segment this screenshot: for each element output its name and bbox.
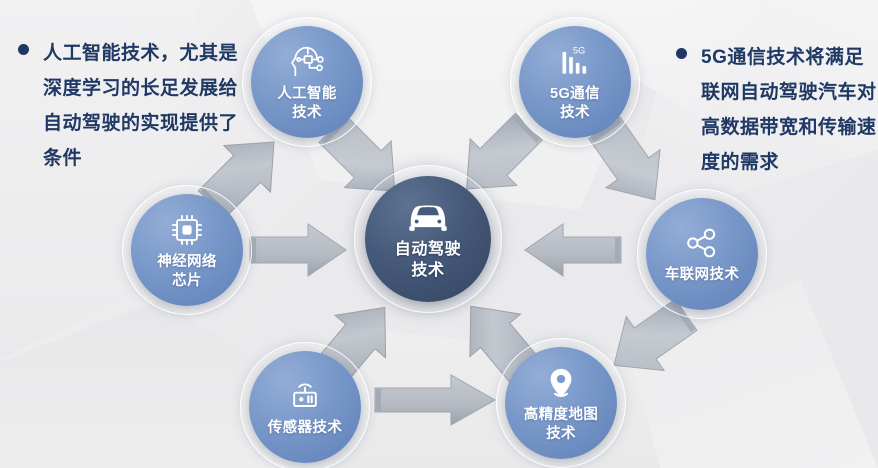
node-sensor[interactable]: 传感器技术: [240, 342, 370, 468]
node-iov[interactable]: 车联网技术: [637, 189, 767, 319]
arrow-iov-to-center: [519, 219, 627, 281]
node-chip-label: 神经网络 芯片: [157, 253, 217, 291]
node-chip[interactable]: 神经网络 芯片: [122, 185, 252, 315]
node-5g-label-line1: 5G通信: [550, 85, 600, 102]
node-hdmap-label-line2: 技术: [546, 425, 576, 442]
signal-5g-icon: 5G: [562, 45, 587, 74]
node-ai-label-line1: 人工智能: [277, 85, 337, 102]
node-iov-label: 车联网技术: [665, 266, 740, 285]
node-hdmap-label-line1: 高精度地图: [523, 406, 599, 423]
node-chip-label-line2: 芯片: [172, 272, 202, 289]
node-5g[interactable]: 5G 5G通信 技术: [510, 17, 640, 147]
callout-right: 5G通信技术将满足联网自动驾驶汽车对高数据带宽和传输速度的需求: [676, 40, 878, 180]
node-sensor-label: 传感器技术: [268, 419, 343, 438]
sensor-icon: [293, 383, 317, 407]
node-iov-label-line1: 车联网技术: [664, 267, 740, 283]
callout-left-bullet: [18, 44, 29, 55]
node-center-label-line1: 自动驾驶: [394, 240, 462, 258]
node-center-label: 自动驾驶 技术: [395, 239, 461, 281]
node-center-label-line2: 技术: [411, 261, 445, 279]
car-icon: [409, 205, 447, 231]
node-5g-label: 5G通信 技术: [550, 85, 600, 123]
node-chip-label-line1: 神经网络: [157, 253, 217, 270]
map-pin-icon: [550, 368, 572, 397]
arrow-chip-to-center: [244, 219, 352, 281]
node-ai-label: 人工智能 技术: [277, 85, 337, 123]
callout-right-text: 5G通信技术将满足联网自动驾驶汽车对高数据带宽和传输速度的需求: [701, 47, 877, 173]
node-hdmap-label: 高精度地图 技术: [524, 406, 599, 444]
node-ai[interactable]: 人工智能 技术: [242, 17, 372, 147]
svg-text:5G: 5G: [573, 45, 585, 55]
node-center-autonomous-driving[interactable]: 自动驾驶 技术: [354, 165, 502, 313]
node-hdmap[interactable]: 高精度地图 技术: [496, 338, 626, 468]
node-sensor-label-line1: 传感器技术: [267, 420, 343, 436]
callout-left-text: 人工智能技术，尤其是深度学习的长足发展给自动驾驶的实现提供了条件: [43, 43, 239, 169]
arrow-sensor-to-hdmap: [369, 370, 501, 430]
cpu-chip-icon: [171, 214, 203, 245]
callout-left: 人工智能技术，尤其是深度学习的长足发展给自动驾驶的实现提供了条件: [18, 36, 243, 176]
callout-right-bullet: [676, 48, 687, 59]
ai-head-icon: [291, 46, 324, 76]
share-node-icon: [687, 228, 716, 258]
node-5g-label-line2: 技术: [560, 104, 590, 121]
node-ai-label-line2: 技术: [292, 104, 322, 121]
